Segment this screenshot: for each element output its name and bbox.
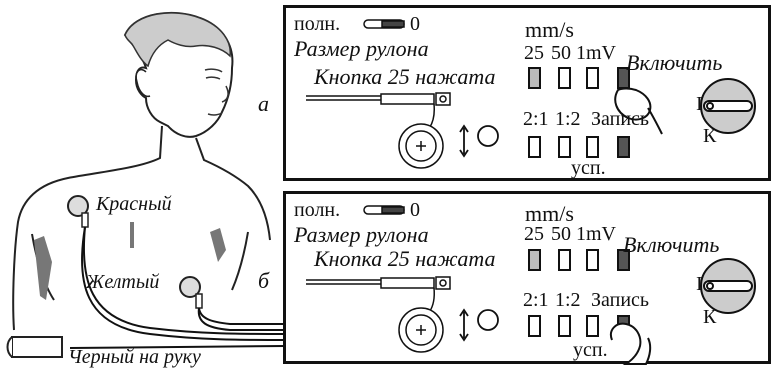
patient-hair xyxy=(124,12,231,68)
knob-i-label: I xyxy=(696,93,703,115)
panel-b-graphics xyxy=(306,205,756,365)
roll-size-label: Размер рулона xyxy=(294,222,429,247)
ratio-12-label: 1:2 xyxy=(555,108,581,130)
button-probe-icon xyxy=(306,92,451,139)
mode-button-row xyxy=(528,136,630,158)
label-black: Черный на руку xyxy=(68,346,201,368)
label-red: Красный xyxy=(96,193,172,215)
knob-k-label: К xyxy=(703,125,717,147)
roll-size-label: Размер рулона xyxy=(294,36,429,61)
updown-arrow-icon xyxy=(459,124,469,158)
speed-25-label: 25 xyxy=(524,223,544,245)
ratio-12-label: 1:2 xyxy=(555,289,581,311)
updown-arrow-icon xyxy=(459,308,469,342)
panel-letter-b: б xyxy=(258,268,270,293)
patient-shading xyxy=(34,222,226,300)
record-label: Запись xyxy=(591,108,650,130)
paper-lever-icon xyxy=(363,19,405,29)
speed-25-label: 25 xyxy=(524,42,544,64)
paper-lever-icon xyxy=(363,205,405,215)
indicator-circle-icon xyxy=(477,309,499,331)
finger-pressing-icon xyxy=(614,87,663,135)
patient-face xyxy=(204,68,229,116)
panel-a: полн. 0 Размер рулона Кнопка 25 нажата m… xyxy=(283,5,771,181)
speed-50-label: 50 xyxy=(551,223,571,245)
indicator-circle-icon xyxy=(477,125,499,147)
mv-label: 1mV xyxy=(576,223,616,245)
label-yellow: Желтый xyxy=(86,271,160,293)
button-pressed-label: Кнопка 25 нажата xyxy=(314,64,496,89)
electrode-cables xyxy=(69,226,286,349)
ratio-21-label: 2:1 xyxy=(523,289,549,311)
knob-i-label: I xyxy=(696,273,703,295)
speed-button-row xyxy=(528,67,630,89)
mms-label: mm/s xyxy=(525,201,574,226)
patient-torso xyxy=(12,125,271,331)
panel-letter-a: а xyxy=(258,91,269,116)
full-label: полн. xyxy=(294,13,341,35)
ratio-21-label: 2:1 xyxy=(523,108,549,130)
zero-label: 0 xyxy=(410,199,420,221)
knob-k-label: К xyxy=(703,306,717,328)
speed-button-row xyxy=(528,249,630,271)
full-label: полн. xyxy=(294,199,341,221)
speed-50-label: 50 xyxy=(551,42,571,64)
panel-b: полн. 0 Размер рулона Кнопка 25 нажата m… xyxy=(283,191,771,365)
roll-knob-icon xyxy=(398,123,444,169)
power-knob-icon xyxy=(700,78,756,134)
electrode-yellow xyxy=(179,276,201,298)
mv-label: 1mV xyxy=(576,42,616,64)
patient-ear xyxy=(135,68,151,98)
switch-on-label: Включить xyxy=(626,50,723,75)
usp-label: усп. xyxy=(571,157,606,179)
zero-label: 0 xyxy=(410,13,420,35)
arm-cuff xyxy=(6,336,63,358)
record-label: Запись xyxy=(591,289,650,311)
usp-label: усп. xyxy=(573,339,608,361)
roll-knob-icon xyxy=(398,307,444,353)
panel-a-graphics xyxy=(306,19,756,169)
switch-on-label: Включить xyxy=(623,232,720,257)
finger-pressing-icon xyxy=(610,322,652,365)
mms-label: mm/s xyxy=(525,17,574,42)
power-knob-icon xyxy=(700,258,756,314)
electrode-red xyxy=(67,195,89,217)
button-pressed-label: Кнопка 25 нажата xyxy=(314,246,496,271)
